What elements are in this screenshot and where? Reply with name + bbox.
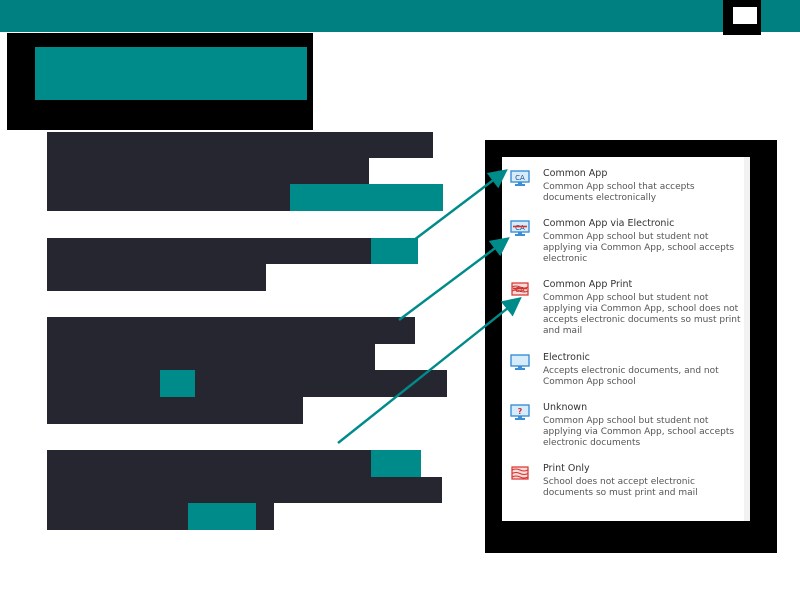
text-block-2-highlight [371,238,418,264]
common-app-icon: CA [510,170,530,186]
legend-title: Common App Print [543,279,633,290]
print-only-icon [511,466,529,480]
common-app-print-icon: CA [511,282,529,296]
text-block-1-line-3 [47,185,291,211]
text-block-1-line-1 [47,132,433,158]
text-block-4-highlight-2 [188,503,256,530]
text-block-4-highlight-1 [371,450,421,477]
svg-text:CA: CA [515,286,525,294]
svg-text:?: ? [518,407,523,416]
legend-title: Electronic [543,352,590,363]
common-app-electronic-icon: CA [510,220,530,236]
corner-logo [723,0,761,35]
legend-desc: Accepts electronic documents, and not Co… [543,366,719,387]
text-block-3-line-2 [47,344,375,370]
legend-panel: CA Common App Common App school that acc… [502,157,744,521]
text-block-4-line-3a [47,503,188,530]
corner-logo-inner [733,7,757,24]
legend-desc: Common App school but student not applyi… [543,416,735,448]
unknown-icon: ? [510,404,530,420]
text-block-3-line-4 [47,397,303,424]
text-block-3-line-1 [47,317,415,344]
title-redaction [35,47,307,100]
text-block-2-line-1 [47,238,371,264]
text-block-4-line-2 [47,477,442,503]
title-frame [7,33,313,130]
text-block-1-line-2 [47,158,369,185]
legend-desc: Common App school but student not applyi… [543,232,735,264]
text-block-3-highlight [160,370,195,397]
text-block-3-line-3b [195,370,447,397]
legend-title: Print Only [543,463,590,474]
svg-text:CA: CA [515,174,525,182]
legend-title: Common App via Electronic [543,218,675,229]
svg-text:CA: CA [515,224,525,232]
text-block-4-line-3b [256,503,274,530]
legend-desc: Common App school but student not applyi… [543,293,741,336]
text-block-2-line-2 [47,264,266,291]
panel-scroll-strip [744,157,750,521]
legend-desc: School does not accept electronic docume… [543,477,698,498]
legend-screenshot-frame: CA Common App Common App school that acc… [485,140,777,553]
text-block-1-highlight [290,184,443,211]
electronic-icon [510,354,530,370]
top-banner [0,0,800,32]
legend-title: Unknown [543,402,588,413]
legend-desc: Common App school that accepts documents… [543,182,695,203]
text-block-3-line-3a [47,370,160,397]
text-block-4-line-1 [47,450,371,477]
legend-title: Common App [543,168,608,179]
